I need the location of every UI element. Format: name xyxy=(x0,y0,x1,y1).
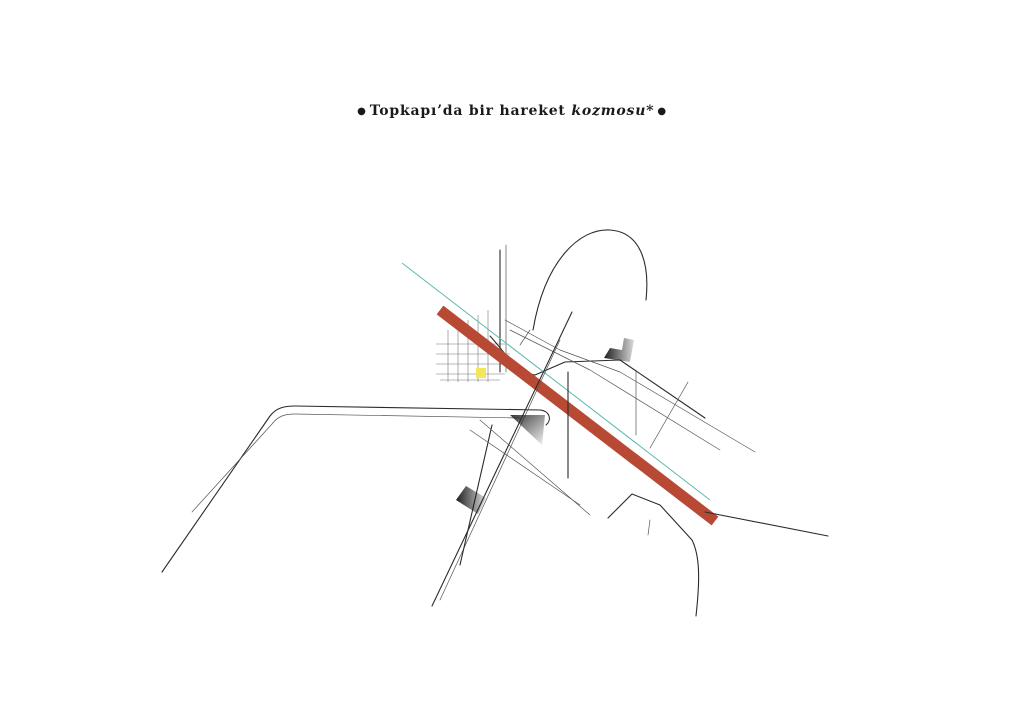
southeast-road xyxy=(607,493,700,617)
bullet-right-icon: ● xyxy=(657,106,667,117)
road-diagonal-sw-1 xyxy=(431,311,573,607)
title-suffix: * xyxy=(646,103,655,119)
road-diagonal-se-2 xyxy=(469,429,581,506)
title-emphasis: kozmosu xyxy=(571,103,647,119)
shaded-building-2 xyxy=(456,486,486,514)
west-road-outer xyxy=(161,405,550,573)
road-east-parallel-2 xyxy=(509,329,721,451)
shaded-building-3 xyxy=(604,338,634,362)
east-road xyxy=(704,511,829,537)
bullet-left-icon: ● xyxy=(357,106,367,117)
road-diagonal-sw-2 xyxy=(439,339,561,601)
road-east-parallel xyxy=(504,319,756,453)
map-title: ●Topkapı’da bir hareket kozmosu*● xyxy=(0,103,1024,119)
road-stub xyxy=(647,519,651,536)
loop-road xyxy=(532,229,648,331)
red-rail-line xyxy=(436,305,719,526)
road-short-diagonal xyxy=(649,381,689,449)
title-prefix: Topkapı’da bir hareket xyxy=(369,103,566,119)
shaded-building-1 xyxy=(510,415,545,445)
west-road-inner xyxy=(191,413,521,513)
teal-transit-line xyxy=(401,262,711,501)
highlight-block xyxy=(476,368,486,378)
